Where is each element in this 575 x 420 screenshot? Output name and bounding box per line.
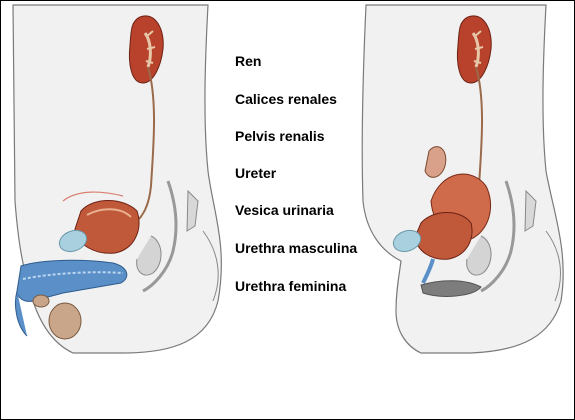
label-calices-renales: Calices renales (235, 91, 337, 107)
male-pelvis-illustration (3, 1, 233, 361)
label-urethra-feminina: Urethra feminina (235, 278, 346, 294)
male-bladder (75, 201, 139, 254)
label-urethra-masculina: Urethra masculina (235, 240, 357, 256)
label-ureter: Ureter (235, 165, 276, 181)
label-ren: Ren (235, 53, 261, 69)
male-testis (49, 303, 81, 339)
label-pelvis-renalis: Pelvis renalis (235, 128, 325, 144)
label-vesica-urinaria: Vesica urinaria (235, 202, 334, 218)
female-pelvis-illustration (341, 1, 574, 361)
